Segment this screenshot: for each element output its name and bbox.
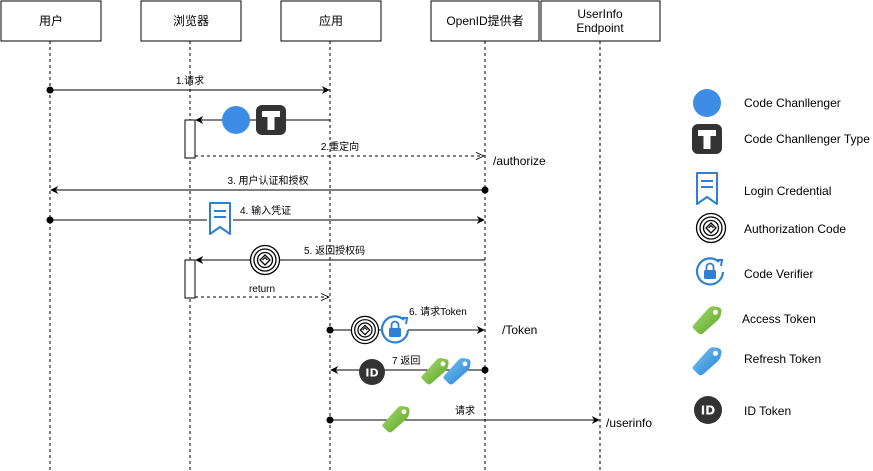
legend-item-challenger-type: Code Chanllenger Type <box>692 124 870 154</box>
authorize-endpoint-label: /authorize <box>493 154 546 168</box>
svg-text:ID: ID <box>701 404 715 418</box>
legend-auth-code-label: Authorization Code <box>744 222 846 236</box>
actor-user-label: 用户 <box>39 13 63 28</box>
message-8: 请求 <box>326 404 600 424</box>
message-2: 2.重定向 <box>195 140 484 156</box>
actor-app: 应用 <box>280 0 382 42</box>
legend: Code Chanllenger Code Chanllenger Type L… <box>692 89 870 424</box>
message-5: 5. 返回授权码 <box>195 244 485 264</box>
actor-provider: OpenID提供者 <box>430 0 540 42</box>
message-8-label: 请求 <box>455 404 475 417</box>
id-token-icon: ID <box>359 359 385 385</box>
legend-refresh-token-label: Refresh Token <box>744 352 821 366</box>
message-1: 1.请求 <box>46 74 330 94</box>
svg-text:ID: ID <box>365 367 378 380</box>
actor-app-label: 应用 <box>319 13 343 28</box>
actor-userinfo-label-line2: Endpoint <box>576 21 624 35</box>
message-3: 3. 用户认证和授权 <box>50 174 489 194</box>
t-badge-icon <box>692 124 722 154</box>
legend-item-auth-code: Authorization Code <box>695 212 846 244</box>
code-challenger-icon <box>222 106 250 134</box>
blue-tag-icon <box>692 347 722 376</box>
legend-code-verifier-label: Code Verifier <box>744 267 813 281</box>
actor-user: 用户 <box>0 0 102 42</box>
access-token-icon <box>421 358 449 385</box>
green-tag-icon <box>692 306 722 335</box>
legend-access-token-label: Access Token <box>742 312 816 326</box>
bookmark-icon <box>696 172 718 205</box>
legend-item-code-verifier: Code Verifier <box>695 257 813 286</box>
legend-item-id-token: ID ID Token <box>694 396 791 424</box>
legend-challenger-type-label: Code Chanllenger Type <box>744 132 870 146</box>
message-return-label: return <box>249 284 275 295</box>
legend-login-credential-label: Login Credential <box>744 184 831 198</box>
actor-provider-label: OpenID提供者 <box>446 13 523 28</box>
token-endpoint-label: /Token <box>502 323 537 337</box>
id-badge-icon: ID <box>694 396 722 424</box>
access-token-icon-2 <box>382 406 410 433</box>
activation-browser-1 <box>184 119 196 159</box>
message-6-label: 6. 请求Token <box>409 305 467 318</box>
message-3-label: 3. 用户认证和授权 <box>227 174 308 187</box>
message-7-label: 7 返回 <box>392 355 420 367</box>
userinfo-endpoint-label: /userinfo <box>606 416 652 430</box>
authorization-code-icon-2 <box>350 315 380 345</box>
message-1-label: 1.请求 <box>176 74 204 87</box>
actor-browser-label: 浏览器 <box>173 13 209 28</box>
authorization-code-icon <box>249 244 281 276</box>
legend-item-refresh-token: Refresh Token <box>692 347 821 376</box>
legend-item-access-token: Access Token <box>692 306 816 335</box>
actor-userinfo-label-line1: UserInfo <box>577 7 623 21</box>
lock-cycle-icon <box>695 257 725 286</box>
legend-item-challenger: Code Chanllenger <box>693 89 841 117</box>
challenger-type-icon <box>256 105 286 135</box>
legend-item-login-credential: Login Credential <box>696 172 831 205</box>
authorization-code-icon <box>695 212 727 244</box>
message-4-label: 4. 输入凭证 <box>240 204 291 217</box>
message-return: return <box>195 284 329 297</box>
code-verifier-icon <box>380 315 410 344</box>
actor-userinfo: UserInfo Endpoint <box>540 0 661 42</box>
message-5-label: 5. 返回授权码 <box>304 244 365 257</box>
actor-browser: 浏览器 <box>140 0 242 42</box>
legend-id-token-label: ID Token <box>744 404 791 418</box>
message-4: 4. 输入凭证 <box>46 204 485 224</box>
activation-browser-2 <box>184 259 196 299</box>
message-2-label: 2.重定向 <box>321 140 359 153</box>
blue-circle-icon <box>693 89 721 117</box>
legend-challenger-label: Code Chanllenger <box>744 96 841 110</box>
login-credential-icon <box>207 202 233 236</box>
